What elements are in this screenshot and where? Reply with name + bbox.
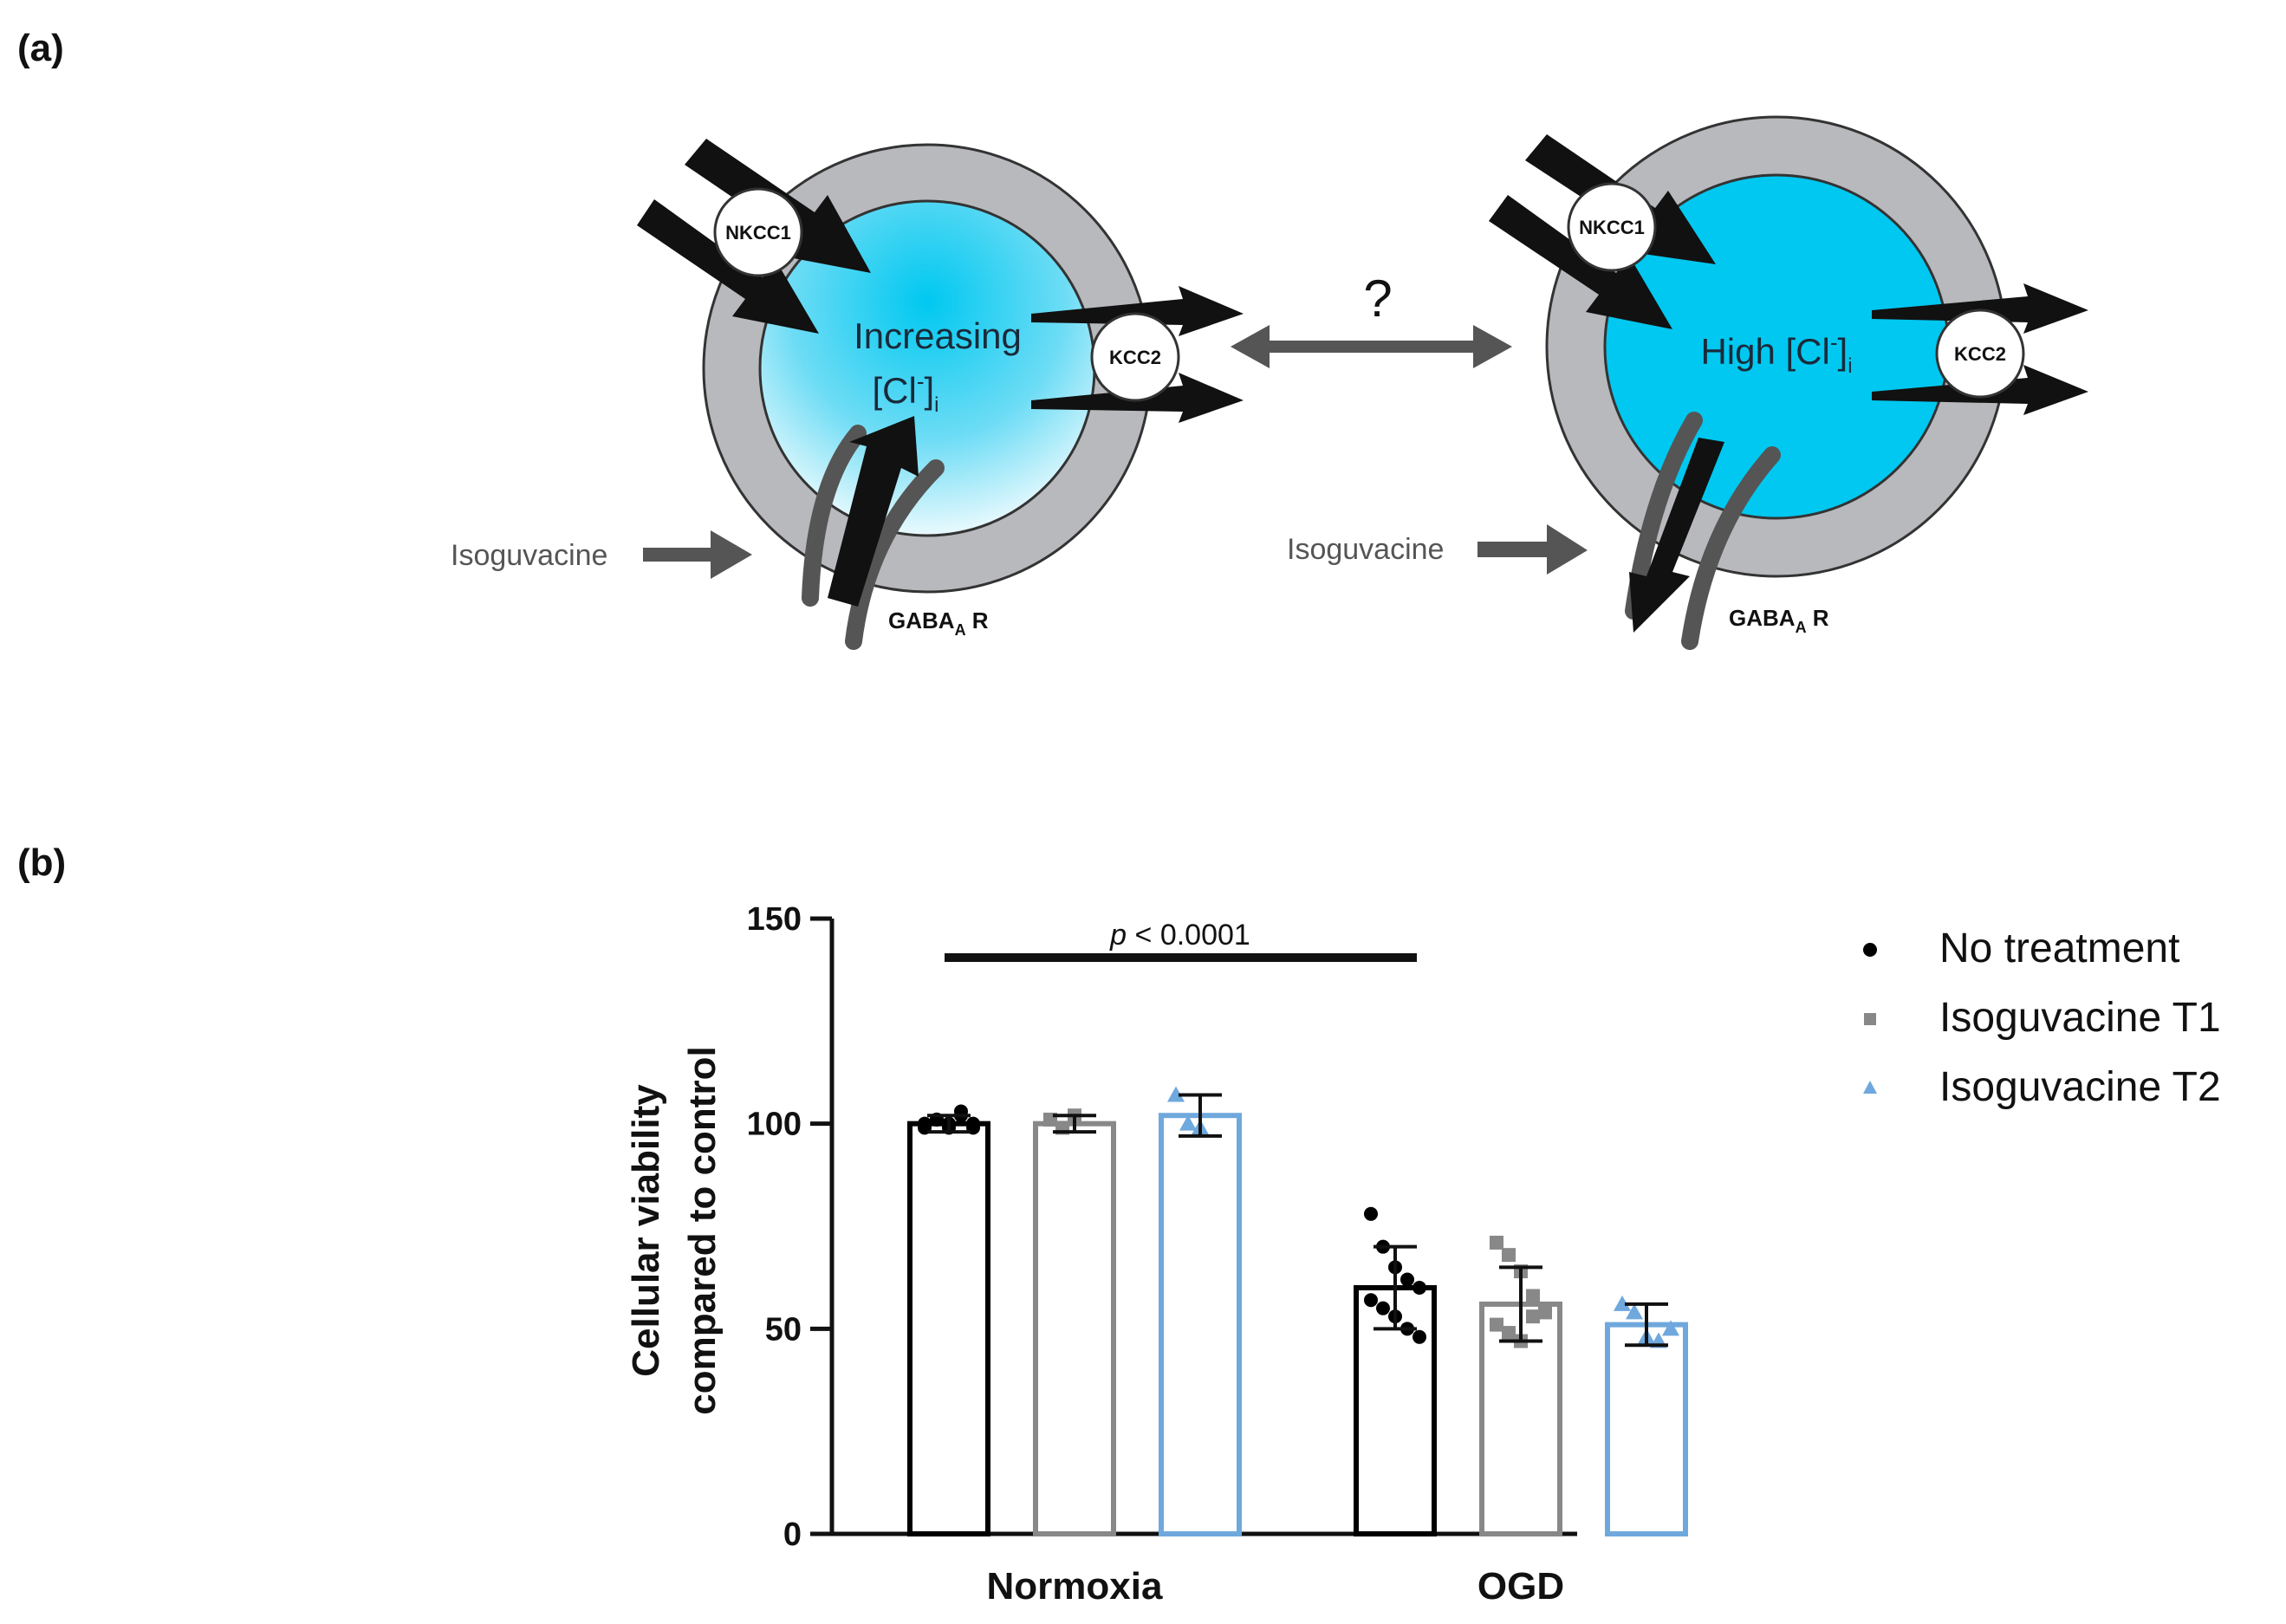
- right-gaba-main: GABA: [1729, 605, 1796, 631]
- y-axis-title-line2: compared to control: [681, 1046, 724, 1414]
- y-tick-label: 50: [765, 1311, 802, 1348]
- left-gaba-sub: A: [955, 621, 966, 639]
- data-point: [1490, 1235, 1503, 1250]
- y-axis-title-line1: Cellular viability: [625, 1084, 667, 1377]
- left-gaba-label: GABAA R: [888, 607, 989, 639]
- left-kcc2-label: KCC2: [1109, 347, 1161, 368]
- data-point: [1413, 1281, 1426, 1295]
- left-cell-cl-sup: -: [917, 368, 925, 394]
- question-mark: ?: [1363, 270, 1392, 328]
- error-bars: [927, 1093, 1668, 1348]
- left-cell-line1: Increasing: [854, 315, 1022, 356]
- right-cell-sub: i: [1848, 354, 1852, 378]
- bar-chart: 0 50 100 150 Normoxia OGD p < 0.0001 Cellula…: [625, 901, 2221, 1608]
- left-gaba-receptor: [802, 416, 945, 650]
- right-nkcc1-label: NKCC1: [1579, 217, 1645, 238]
- right-cell-close: ]: [1838, 331, 1848, 372]
- left-isoguvacine-arrow: [643, 530, 752, 579]
- legend-marker-triangle: [1863, 1081, 1877, 1094]
- left-nkcc1-label: NKCC1: [725, 222, 791, 244]
- panel-label-a: (a): [17, 27, 64, 69]
- data-point: [1364, 1293, 1378, 1308]
- right-gaba-sub: A: [1796, 619, 1807, 636]
- data-point: [1364, 1206, 1378, 1221]
- left-cell-cl-sub: i: [934, 393, 938, 417]
- data-point: [1526, 1309, 1540, 1324]
- data-point: [1167, 1086, 1185, 1102]
- question-double-arrow: [1231, 325, 1512, 368]
- data-point: [1413, 1329, 1426, 1344]
- right-gaba-arrow: [1629, 438, 1724, 633]
- left-gaba-arrow: [828, 416, 919, 607]
- y-ticks: 0 50 100 150: [747, 901, 832, 1553]
- right-isoguvacine-arrow: [1477, 524, 1588, 575]
- data-point: [1662, 1320, 1679, 1336]
- significance-p: p: [1109, 919, 1127, 952]
- y-tick-label: 0: [783, 1517, 802, 1553]
- right-gaba-r: R: [1807, 605, 1829, 631]
- bar-square: [1033, 1121, 1116, 1536]
- right-cell-main: High [Cl: [1700, 331, 1829, 372]
- data-point: [1502, 1248, 1516, 1263]
- panel-label-b: (b): [17, 841, 66, 884]
- left-cell-cl: [Cl: [872, 370, 916, 411]
- legend-marker-square: [1864, 1013, 1876, 1025]
- data-point: [1376, 1301, 1390, 1315]
- left-nkcc1-transporter: [713, 187, 803, 277]
- data-point: [1490, 1317, 1503, 1332]
- left-gaba-r: R: [966, 607, 989, 633]
- right-nkcc1-transporter: [1567, 182, 1657, 272]
- legend-label: Isoguvacine T1: [1939, 995, 2221, 1041]
- bar-triangle: [1159, 1113, 1242, 1536]
- left-gaba-main: GABA: [888, 607, 955, 633]
- right-cell-sup: -: [1830, 329, 1838, 355]
- left-cell-line2: [Cl-]i: [872, 368, 938, 417]
- right-isoguvacine-label: Isoguvacine: [1287, 533, 1444, 566]
- data-point: [1614, 1295, 1631, 1311]
- data-point: [1626, 1303, 1643, 1320]
- right-kcc2-transporter: [1935, 309, 2025, 399]
- bar-triangle: [1605, 1322, 1688, 1536]
- legend-label: Isoguvacine T2: [1939, 1064, 2221, 1110]
- significance-label: p < 0.0001: [1109, 919, 1250, 952]
- right-cell-text: High [Cl-]i: [1700, 329, 1852, 378]
- bar-circle: [907, 1121, 990, 1536]
- data-point: [1502, 1326, 1516, 1341]
- right-kcc2-label: KCC2: [1954, 343, 2006, 365]
- data-point: [1538, 1305, 1552, 1320]
- data-point: [1179, 1114, 1197, 1131]
- category-label: OGD: [1477, 1565, 1564, 1608]
- right-gaba-label: GABAA R: [1729, 605, 1829, 636]
- category-labels: Normoxia OGD: [987, 1565, 1565, 1608]
- left-kcc2-transporter: [1090, 312, 1180, 402]
- left-isoguvacine-label: Isoguvacine: [451, 539, 607, 572]
- y-tick-label: 150: [747, 901, 802, 938]
- data-points: [918, 1086, 1679, 1348]
- bars: [907, 1113, 1688, 1537]
- data-point: [1400, 1272, 1414, 1287]
- legend-marker-circle: [1863, 943, 1877, 957]
- category-label: Normoxia: [987, 1565, 1163, 1608]
- y-tick-label: 100: [747, 1107, 802, 1143]
- data-point: [1526, 1289, 1540, 1303]
- legend-label: No treatment: [1939, 926, 2179, 971]
- significance-value: < 0.0001: [1127, 919, 1250, 952]
- left-cell-cl-close: ]: [925, 370, 935, 411]
- right-gaba-receptor: [1625, 412, 1781, 650]
